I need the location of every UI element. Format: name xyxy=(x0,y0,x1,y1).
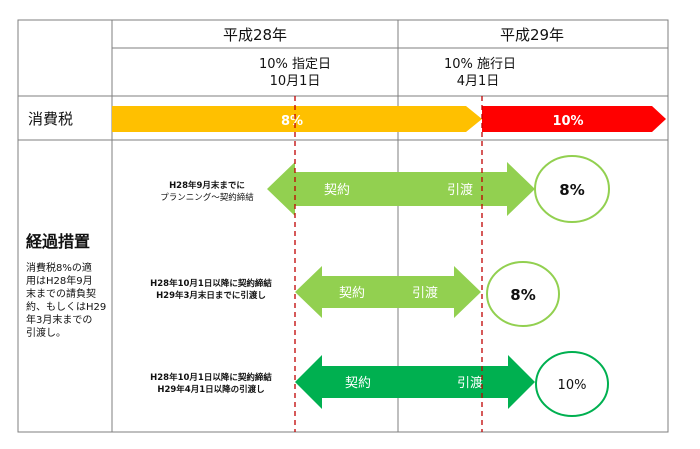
row-condition-line2: H29年3月末日までに引渡し xyxy=(156,290,266,301)
delivery-label: 引渡 xyxy=(457,375,483,391)
designated-date-label: 10% 指定日 xyxy=(259,57,331,72)
transition-row-1: H28年9月末までに プランニング～契約締結 契約 引渡 8% xyxy=(160,155,610,223)
transition-measures-title: 経過措置 xyxy=(26,232,90,251)
year-h29-label: 平成29年 xyxy=(500,26,564,44)
row-condition-line1: H28年10月1日以降に契約締結 xyxy=(150,278,272,289)
rate-label: 10% xyxy=(558,378,587,393)
rate-label: 8% xyxy=(510,286,535,304)
contract-label: 契約 xyxy=(345,376,371,391)
consumption-tax-label: 消費税 xyxy=(28,110,73,128)
tax-8-percent-arrow xyxy=(112,106,482,132)
note-line: 約、もしくはH29 xyxy=(26,300,106,313)
transition-row-3: H28年10月1日以降に契約締結 H29年4月1日以降の引渡し 契約 引渡 10… xyxy=(150,351,609,417)
rate-circle xyxy=(534,155,610,223)
contract-delivery-arrow xyxy=(267,162,535,216)
row-condition-line2: H29年4月1日以降の引渡し xyxy=(157,384,264,395)
note-line: 年3月末までの xyxy=(26,313,92,326)
note-line: 消費税8%の適 xyxy=(26,261,92,274)
note-line: 用はH28年9月 xyxy=(26,274,93,287)
contract-label: 契約 xyxy=(324,183,350,198)
tax-8-percent-label: 8% xyxy=(281,114,303,129)
note-line: 末までの請負契 xyxy=(26,287,96,300)
transition-row-2: H28年10月1日以降に契約締結 H29年3月末日までに引渡し 契約 引渡 8% xyxy=(150,261,560,327)
rate-circle xyxy=(486,261,560,327)
note-line: 引渡し。 xyxy=(26,326,66,339)
rate-circle xyxy=(535,351,609,417)
contract-delivery-arrow xyxy=(295,266,481,318)
delivery-label: 引渡 xyxy=(447,182,473,198)
row-condition-line1: H28年10月1日以降に契約締結 xyxy=(150,372,272,383)
contract-delivery-arrow xyxy=(295,355,535,409)
enforcement-date-value: 4月1日 xyxy=(457,74,500,89)
row-condition-line1: H28年9月末までに xyxy=(169,180,245,191)
designated-date-value: 10月1日 xyxy=(270,74,321,89)
year-h28-label: 平成28年 xyxy=(223,26,287,44)
tax-10-percent-label: 10% xyxy=(552,114,583,129)
rate-label: 8% xyxy=(559,181,584,199)
contract-label: 契約 xyxy=(339,286,365,301)
transition-note: 消費税8%の適 用はH28年9月 末までの請負契 約、もしくはH29 年3月末ま… xyxy=(26,261,106,339)
delivery-label: 引渡 xyxy=(412,285,438,301)
tax-10-percent-arrow xyxy=(482,106,666,132)
table-grid xyxy=(17,19,669,433)
enforcement-date-label: 10% 施行日 xyxy=(444,57,516,72)
table-border xyxy=(17,19,669,433)
row-condition-line2: プランニング～契約締結 xyxy=(160,192,254,203)
